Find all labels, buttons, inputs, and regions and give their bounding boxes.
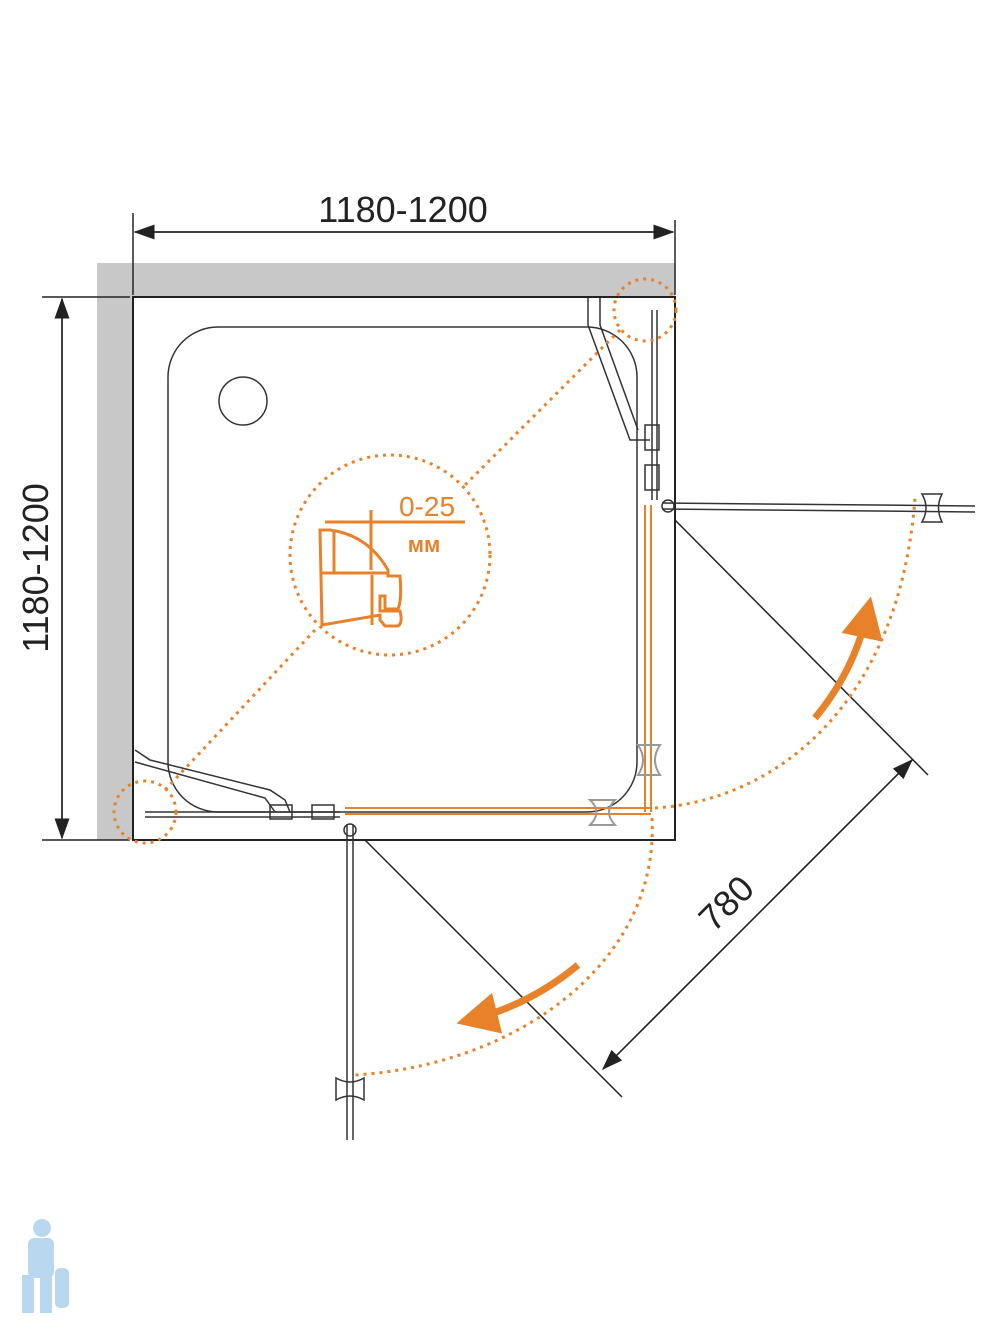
drain-icon bbox=[218, 376, 268, 426]
width-dimension bbox=[132, 213, 676, 295]
detail-callout bbox=[112, 277, 917, 1077]
door-diagonal-dimension bbox=[364, 519, 929, 1098]
fixed-hardware bbox=[134, 298, 660, 820]
adjustment-label: 0-25 bbox=[399, 491, 455, 522]
plumber-logo bbox=[22, 1219, 69, 1313]
wall bbox=[97, 263, 675, 840]
depth-dimension bbox=[42, 296, 130, 841]
closed-door-position bbox=[345, 505, 662, 826]
swing-arrows bbox=[456, 596, 883, 1034]
shower-tray bbox=[132, 296, 676, 841]
right-door-open bbox=[661, 493, 976, 523]
unit-label: мм bbox=[408, 532, 441, 557]
tray-basin bbox=[167, 326, 638, 813]
width-label: 1180-1200 bbox=[318, 189, 488, 230]
door-diagonal-label: 780 bbox=[690, 867, 761, 938]
left-door-open bbox=[335, 823, 365, 1140]
depth-label: 1180-1200 bbox=[15, 483, 56, 653]
profile-detail-icon bbox=[318, 510, 465, 628]
